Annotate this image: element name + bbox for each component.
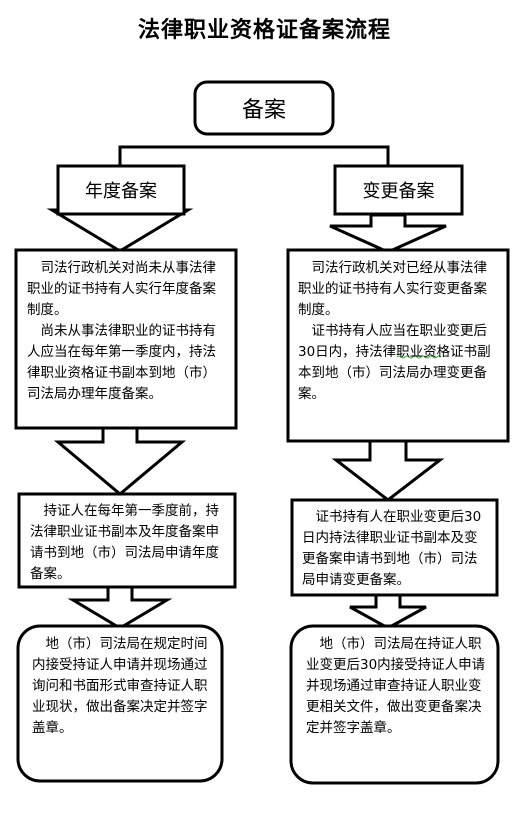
change-decision-text: 地（市）司法局在持证人职业变更后30内接受持证人申请并现场通过审查持证人职业变更…	[306, 634, 486, 739]
change-rule-box	[286, 248, 510, 443]
annual-rule-box	[14, 248, 238, 430]
annual-decision-box	[16, 624, 224, 783]
change-rule-text: 司法行政机关对已经从事法律职业的证书持有人实行变更备案制度。 证书持有人应当在职…	[298, 258, 500, 405]
change-apply-box	[290, 498, 499, 597]
annual-rule-paragraph: 司法行政机关对尚未从事法律职业的证书持有人实行年度备案制度。	[27, 260, 216, 318]
change-decision-box	[289, 624, 500, 785]
annual-rule-text: 司法行政机关对尚未从事法律职业的证书持有人实行年度备案制度。 尚未从事法律职业的…	[27, 258, 227, 405]
change-label: 变更备案	[362, 181, 435, 202]
arrow-right-2	[331, 439, 445, 502]
arrow-right-1	[329, 213, 447, 254]
annual-label: 年度备案	[85, 181, 157, 202]
page-title: 法律职业资格证备案流程	[137, 18, 391, 43]
arrow-right-3	[349, 593, 427, 630]
change-decision-paragraph: 地（市）司法局在持证人职业变更后30内接受持证人申请并现场通过审查持证人职业变更…	[306, 636, 486, 736]
annual-apply-paragraph: 持证人在每年第一季度前，持法律职业证书副本及年度备案申请书到地（市）司法局申请年…	[30, 503, 219, 582]
arrow-left-3	[67, 585, 173, 630]
annual-apply-box	[17, 492, 237, 589]
annual-label-box	[56, 164, 186, 216]
change-rule-paragraph: 证书持有人应当在职业变更后30日内，持法律职业资格证书副本到地（市）司法局办理变…	[298, 323, 491, 402]
change-apply-text: 证书持有人在职业变更后30日内持法律职业证书副本及变更备案申请书到地（市）司法局…	[302, 507, 490, 591]
annual-rule-paragraph: 尚未从事法律职业的证书持有人应当在每年第一季度内，持法律职业资格证书副本到地（市…	[27, 323, 216, 402]
annual-decision-text: 地（市）司法局在规定时间内接受持证人申请并现场通过询问和书面形式审查持证人职业现…	[32, 634, 210, 739]
root-label: 备案	[241, 98, 286, 123]
root-box	[193, 80, 335, 136]
change-apply-paragraph: 证书持有人在职业变更后30日内持法律职业证书副本及变更备案申请书到地（市）司法局…	[302, 509, 482, 588]
annual-decision-paragraph: 地（市）司法局在规定时间内接受持证人申请并现场通过询问和书面形式审查持证人职业现…	[32, 636, 208, 736]
change-rule-paragraph: 司法行政机关对已经从事法律职业的证书持有人实行变更备案制度。	[298, 260, 487, 318]
spellcheck-underline	[396, 355, 442, 359]
change-label-box	[333, 164, 464, 216]
annual-apply-text: 持证人在每年第一季度前，持法律职业证书副本及年度备案申请书到地（市）司法局申请年…	[30, 501, 226, 585]
arrow-left-2	[53, 426, 187, 496]
